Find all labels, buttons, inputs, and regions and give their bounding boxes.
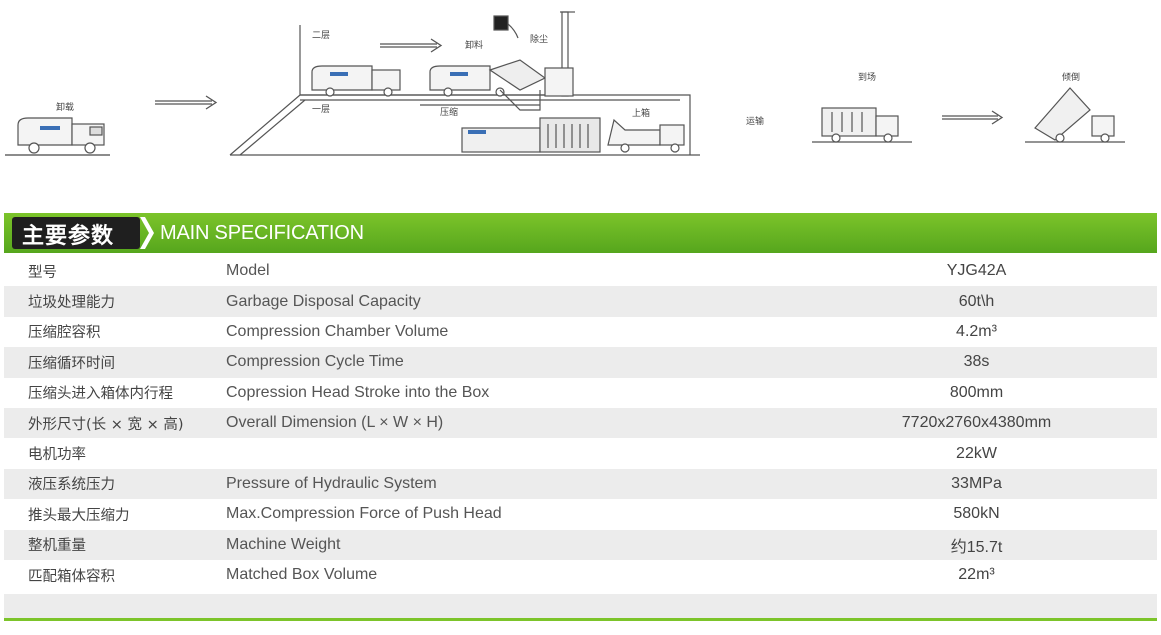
- spec-label-cn: 整机重量: [28, 538, 86, 555]
- spec-label-en: Garbage Disposal Capacity: [226, 292, 421, 310]
- table-row: 型号 Model YJG42A: [4, 256, 1157, 286]
- spec-label-en: Max.Compression Force of Push Head: [226, 505, 502, 523]
- label-load: 上箱: [632, 107, 650, 119]
- table-row: 垃圾处理能力 Garbage Disposal Capacity 60t\h: [4, 286, 1157, 317]
- compressor-icon: [461, 89, 601, 153]
- spec-label-cn: 压缩腔容积: [28, 325, 101, 342]
- title-cn-box: [12, 217, 140, 249]
- spec-label-en: Machine Weight: [226, 535, 341, 553]
- transfer-station: [229, 25, 700, 156]
- spec-label-en: Overall Dimension (L × W × H): [226, 414, 444, 432]
- spec-value: 38s: [963, 353, 990, 371]
- spec-value: 800mm: [949, 383, 1004, 401]
- spec-label-cn: 压缩循环时间: [28, 355, 115, 372]
- spec-value: 22kW: [956, 444, 997, 462]
- process-illustration: 卸载 二层 一层: [5, 11, 1125, 156]
- spec-value: 580kN: [953, 505, 1000, 523]
- spec-value: 7720x2760x4380mm: [901, 414, 1052, 432]
- spec-value: 4.2m³: [956, 322, 997, 340]
- chevron-right-icon: [140, 217, 154, 249]
- spec-label-en: Model: [226, 262, 270, 280]
- spec-value: 60t\h: [958, 292, 995, 310]
- spec-value: 22m³: [958, 566, 995, 584]
- title-cn: 主要参数: [22, 224, 115, 249]
- spec-label-cn: 外形尺寸(长 × 宽 × 高): [28, 416, 184, 433]
- table-row: 推头最大压缩力 Max.Compression Force of Push Hea…: [4, 499, 1157, 529]
- garbage-truck-icon: [17, 117, 105, 154]
- spec-label-cn: 垃圾处理能力: [28, 295, 115, 312]
- spec-value: 约15.7t: [950, 538, 1003, 556]
- label-arrive: 到场: [858, 71, 876, 83]
- label-compress: 压缩: [440, 106, 458, 118]
- label-dust: 除尘: [530, 33, 548, 45]
- label-unload: 卸料: [465, 39, 483, 51]
- dumping-truck-icon: [429, 59, 547, 97]
- arrow-icon: [942, 110, 1004, 125]
- table-row: 整机重量 Machine Weight 约15.7t: [4, 529, 1157, 560]
- table-row: 电机功率 22kW: [4, 438, 1157, 468]
- table-row: 压缩循环时间 Compression Cycle Time 38s: [4, 347, 1157, 378]
- garbage-truck-icon: [311, 65, 401, 97]
- table-row: 外形尺寸(长 × 宽 × 高) Overall Dimension (L × W …: [4, 407, 1157, 439]
- label-truck-start: 卸载: [56, 101, 74, 113]
- spec-label-cn: 推头最大压缩力: [28, 507, 130, 524]
- table-row: 压缩头进入箱体内行程 Copression Head Stroke into th…: [4, 378, 1157, 408]
- spec-label-en: Pressure of Hydraulic System: [226, 474, 437, 492]
- container-truck-icon: [812, 107, 912, 143]
- table-row: 匹配箱体容积 Matched Box Volume 22m³: [4, 560, 1157, 590]
- label-level-two: 二层: [312, 30, 330, 41]
- hook-lift-truck-icon: [607, 118, 685, 153]
- arrow-icon: [155, 95, 218, 110]
- table-row: 液压系统压力 Pressure of Hydraulic System 33MPa: [4, 468, 1157, 500]
- spec-footer-row: [4, 594, 1157, 618]
- dust-collector-icon: [493, 11, 575, 97]
- title-en: MAIN SPECIFICATION: [160, 222, 364, 244]
- process-diagram: 卸载 二层 一层: [0, 0, 1161, 200]
- spec-value: YJG42A: [946, 262, 1007, 280]
- label-dump: 倾倒: [1062, 71, 1080, 83]
- spec-table: 型号 Model YJG42A 垃圾处理能力 Garbage Disposal Capa…: [4, 256, 1157, 590]
- label-transport: 运输: [746, 115, 764, 127]
- spec-label-en: Matched Box Volume: [226, 566, 378, 584]
- dumping-container-truck-icon: [1025, 87, 1125, 143]
- arrow-icon: [380, 38, 443, 53]
- label-level-one: 一层: [312, 104, 330, 115]
- spec-label-cn: 电机功率: [28, 447, 86, 464]
- spec-header-bar: 主要参数 MAIN SPECIFICATION: [4, 213, 1157, 253]
- spec-label-en: Copression Head Stroke into the Box: [226, 383, 490, 401]
- spec-label-cn: 匹配箱体容积: [28, 568, 115, 585]
- bottom-divider: [4, 618, 1157, 621]
- spec-label-cn: 液压系统压力: [28, 477, 115, 494]
- table-row: 压缩腔容积 Compression Chamber Volume 4.2m³: [4, 317, 1157, 347]
- spec-label-en: Compression Cycle Time: [226, 353, 404, 371]
- spec-label-cn: 型号: [28, 264, 57, 281]
- spec-label-cn: 压缩头进入箱体内行程: [28, 386, 173, 403]
- spec-label-en: Compression Chamber Volume: [226, 322, 449, 340]
- spec-value: 33MPa: [951, 474, 1002, 492]
